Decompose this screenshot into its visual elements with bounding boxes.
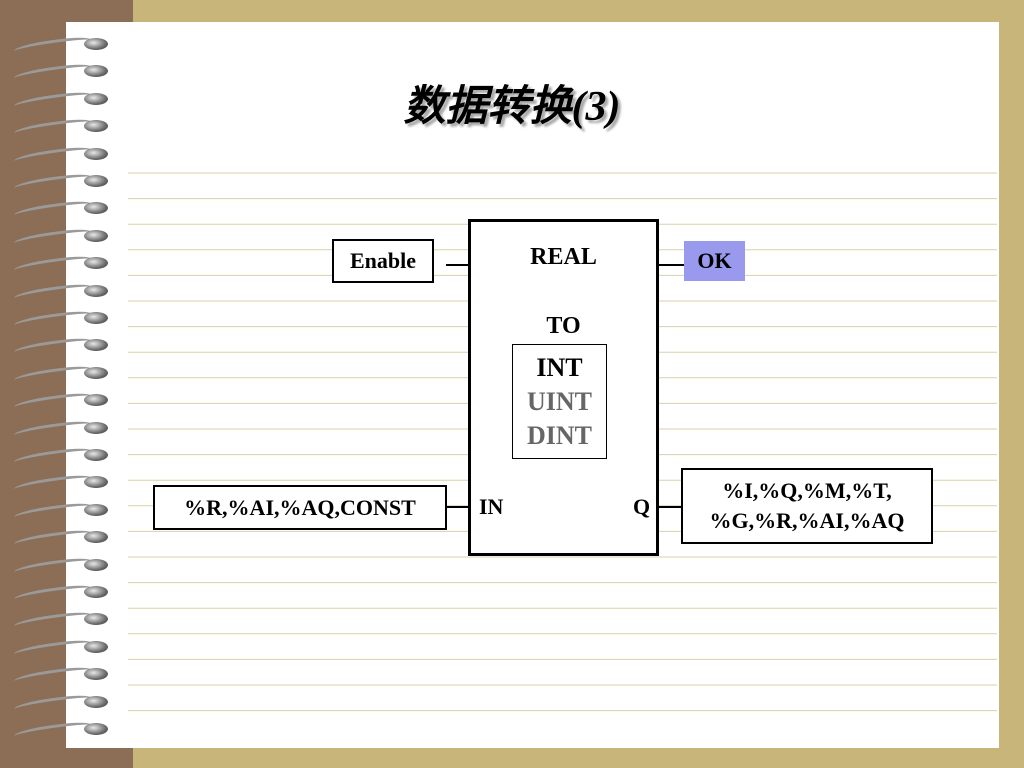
spiral-ring <box>84 120 108 133</box>
spiral-ring <box>84 38 108 50</box>
output-pin-label: Q <box>633 494 651 519</box>
output-connector <box>659 506 681 508</box>
spiral-ring <box>84 312 108 324</box>
type-dint: DINT <box>526 420 592 450</box>
spiral-ring <box>84 476 108 489</box>
spiral-ring <box>84 284 108 297</box>
spiral-ring <box>84 421 108 434</box>
ok-box: OK <box>684 241 745 281</box>
output-operands-line-1: %I,%Q,%M,%T, <box>722 478 892 503</box>
spiral-ring <box>84 503 108 516</box>
spiral-ring <box>84 202 108 215</box>
ok-connector <box>659 264 684 266</box>
enable-box: Enable <box>332 239 434 283</box>
input-operands-box: %R,%AI,%AQ,CONST <box>153 485 447 530</box>
input-pin-label: IN <box>479 494 504 519</box>
block-middle-label: TO <box>546 313 581 339</box>
spiral-ring <box>84 558 108 571</box>
block-top-label: REAL <box>530 244 597 270</box>
spiral-ring <box>84 449 108 461</box>
type-int: INT <box>536 352 583 382</box>
page-title: 数据转换(3) <box>403 84 621 130</box>
output-operands-line-2: %G,%R,%AI,%AQ <box>709 508 905 533</box>
spiral-ring <box>84 640 108 653</box>
spiral-ring <box>84 92 108 105</box>
spiral-ring <box>84 613 108 626</box>
spiral-ring <box>84 668 108 681</box>
spiral-ring <box>84 65 108 78</box>
input-connector <box>447 506 468 508</box>
spiral-ring <box>84 695 108 708</box>
spiral-ring <box>84 175 108 187</box>
spiral-ring <box>84 229 108 242</box>
spiral-ring <box>84 147 108 160</box>
output-operands-box: %I,%Q,%M,%T, %G,%R,%AI,%AQ <box>681 468 933 544</box>
spiral-ring <box>84 257 108 270</box>
spiral-ring <box>84 394 108 407</box>
enable-connector <box>446 264 468 266</box>
spiral-ring <box>84 531 108 544</box>
spiral-ring <box>84 723 108 735</box>
spiral-ring <box>84 366 108 379</box>
type-uint: UINT <box>526 386 592 416</box>
spiral-ring <box>84 586 108 598</box>
spiral-ring <box>84 339 108 352</box>
type-selection-box: INT UINT DINT <box>512 344 607 459</box>
